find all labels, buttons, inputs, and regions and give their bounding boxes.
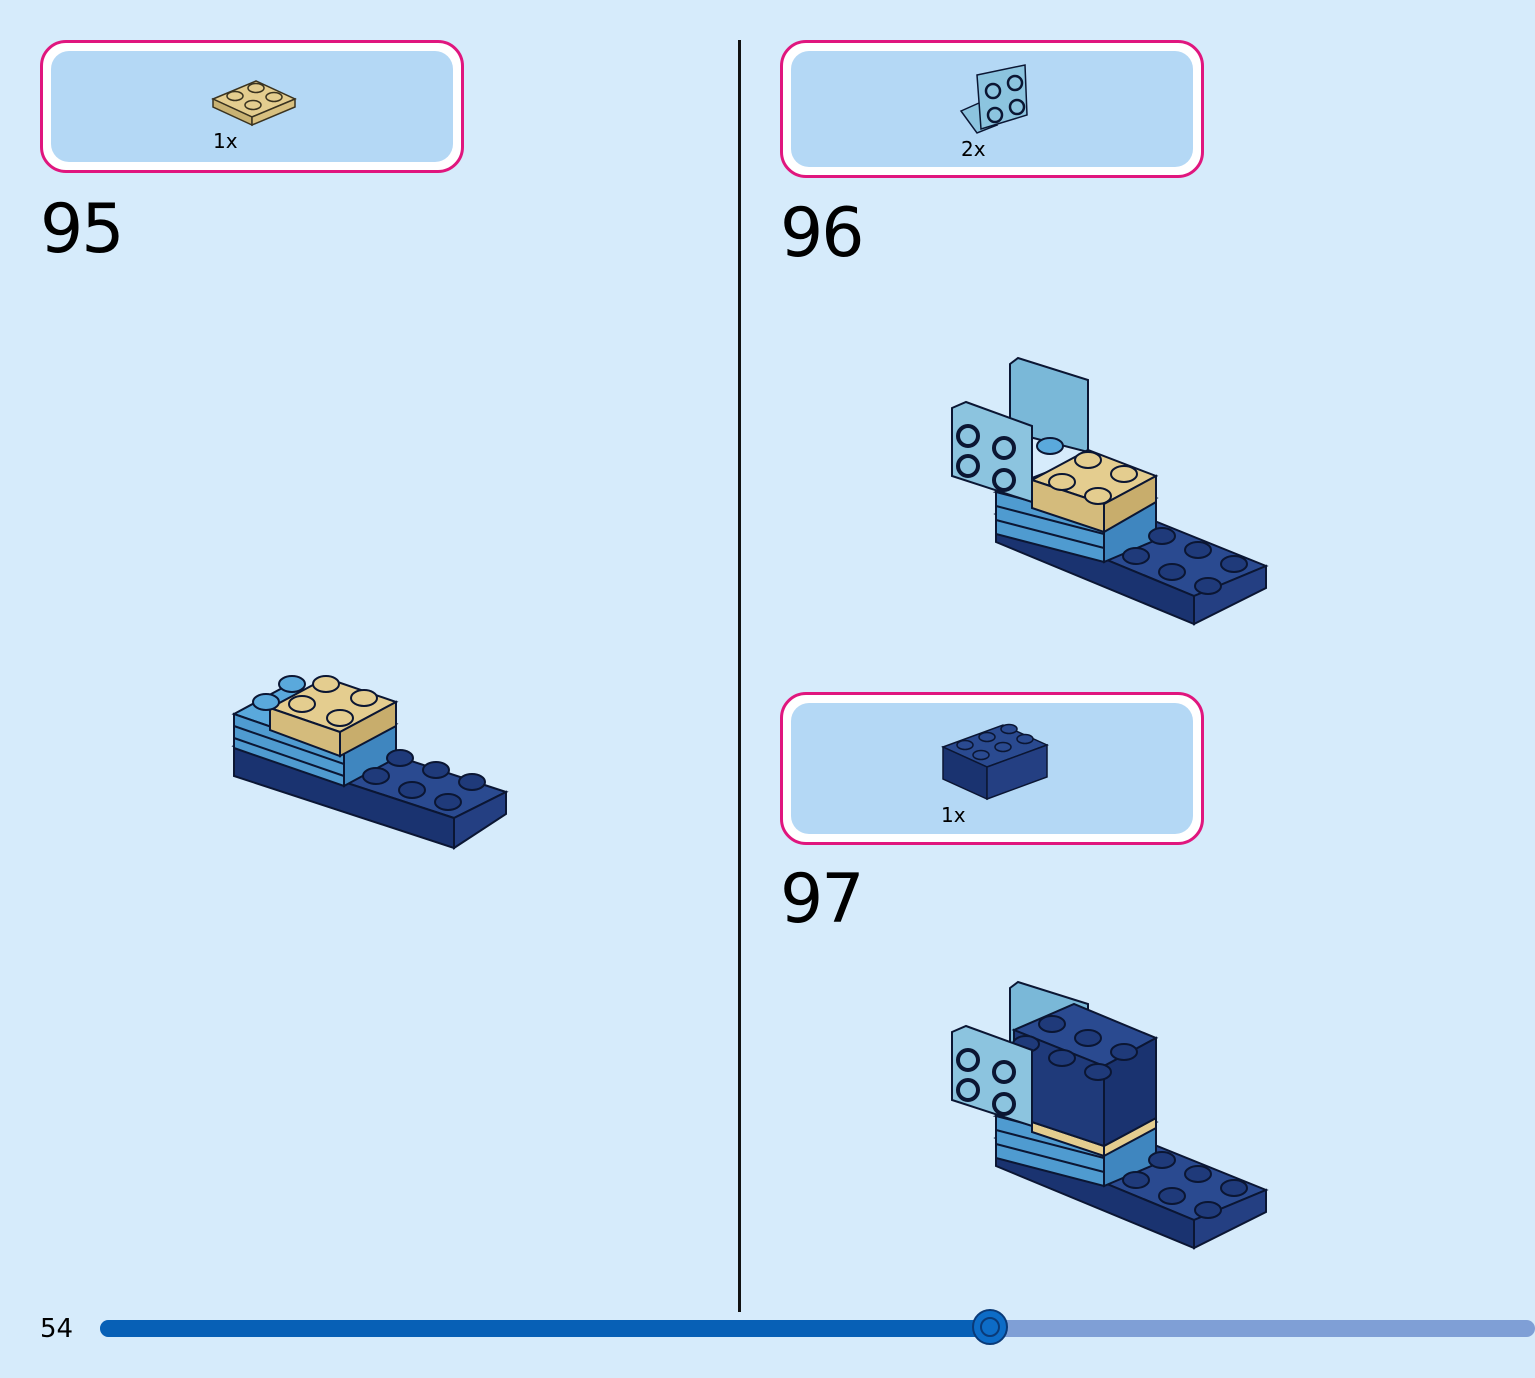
part-quantity: 1x xyxy=(941,803,966,827)
progress-knob[interactable] xyxy=(971,1309,1008,1345)
parts-callout-step-95: 1x xyxy=(40,40,464,173)
parts-callout-inner: 2x xyxy=(791,51,1193,167)
bracket-2x2-icon xyxy=(959,64,1028,134)
step-97-model-illustration xyxy=(951,980,1269,1250)
step-number-96: 96 xyxy=(780,194,865,273)
step-number-97: 97 xyxy=(780,860,865,939)
parts-callout-step-96: 2x xyxy=(780,40,1204,178)
step-96-model-illustration xyxy=(951,356,1269,626)
part-quantity: 2x xyxy=(961,137,986,161)
progress-fill xyxy=(100,1320,990,1337)
tan-plate-2x2-icon xyxy=(211,80,297,127)
parts-callout-inner: 1x xyxy=(791,703,1193,834)
column-divider xyxy=(738,40,741,1312)
parts-callout-inner: 1x xyxy=(51,51,453,162)
parts-callout-step-97: 1x xyxy=(780,692,1204,845)
step-95-model-illustration xyxy=(231,675,509,850)
part-quantity: 1x xyxy=(213,129,238,153)
page-number: 54 xyxy=(40,1314,74,1344)
step-number-95: 95 xyxy=(40,190,125,269)
dark-blue-brick-2x3-icon xyxy=(941,723,1049,801)
